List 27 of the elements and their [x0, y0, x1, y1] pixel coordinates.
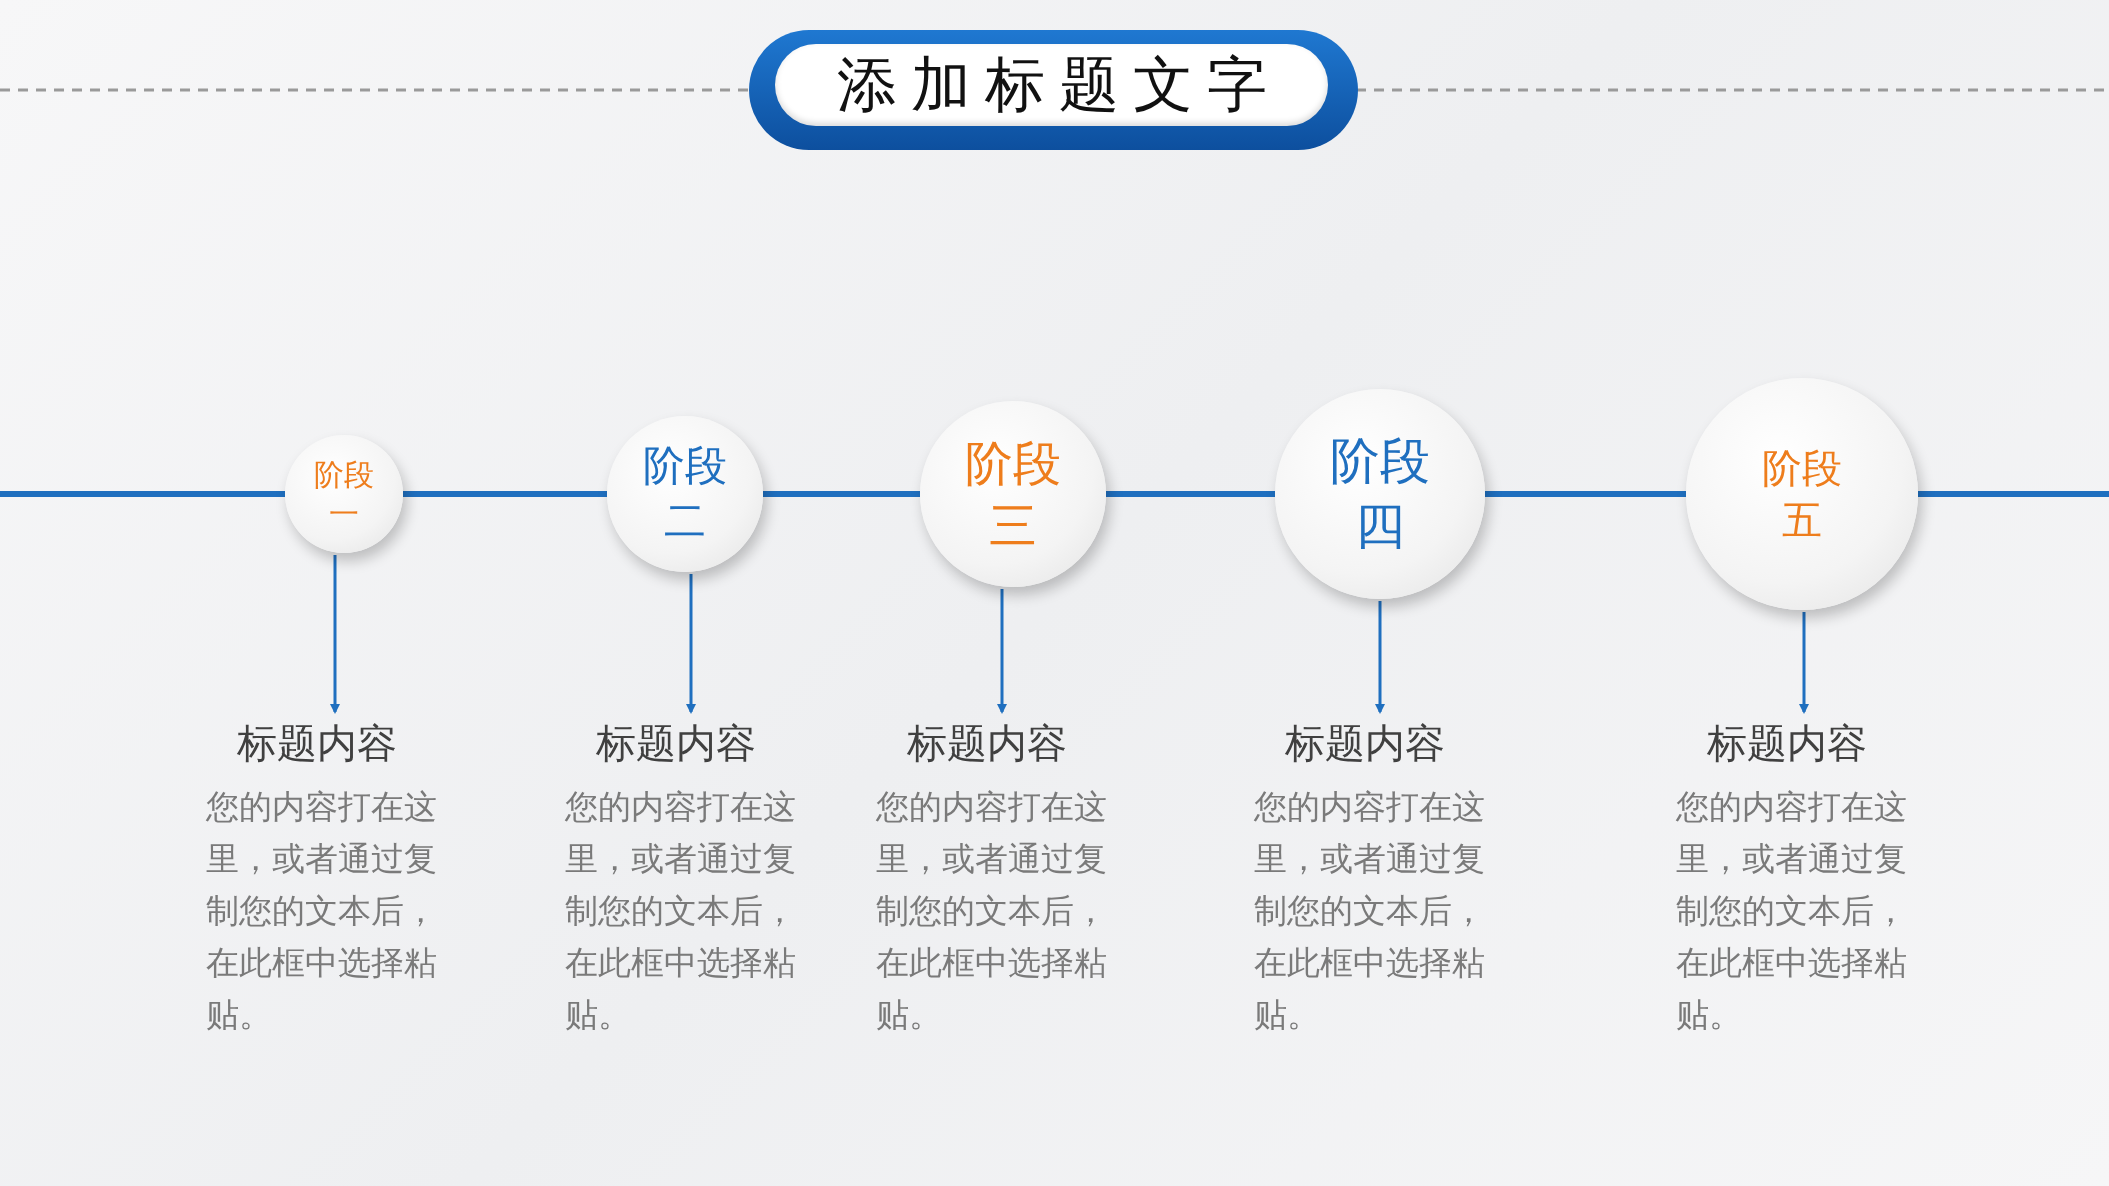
- description: 您的内容打在这里，或者通过复制您的文本后，在此框中选择粘贴。: [206, 786, 438, 1036]
- title: 添加标题文字: [835, 47, 1281, 121]
- arrow: [1375, 601, 1385, 714]
- timeline-line: [1918, 491, 2109, 497]
- stage-label: 阶段三: [965, 433, 1061, 555]
- heading: 标题内容: [1284, 719, 1446, 768]
- stage-label: 阶段二: [643, 440, 727, 547]
- description: 您的内容打在这里，或者通过复制您的文本后，在此框中选择粘贴。: [1254, 786, 1486, 1036]
- timeline-line: [763, 491, 920, 497]
- heading: 标题内容: [906, 719, 1068, 768]
- arrow: [330, 555, 340, 714]
- timeline-line: [0, 491, 285, 497]
- heading: 标题内容: [595, 719, 757, 768]
- timeline-line: [1485, 491, 1686, 497]
- description: 您的内容打在这里，或者通过复制您的文本后，在此框中选择粘贴。: [565, 786, 797, 1036]
- heading: 标题内容: [236, 719, 398, 768]
- arrow: [1799, 612, 1809, 714]
- timeline-line: [403, 491, 607, 497]
- heading: 标题内容: [1706, 719, 1868, 768]
- description: 您的内容打在这里，或者通过复制您的文本后，在此框中选择粘贴。: [876, 786, 1108, 1036]
- timeline-line: [1106, 491, 1275, 497]
- arrow: [686, 574, 696, 714]
- description: 您的内容打在这里，或者通过复制您的文本后，在此框中选择粘贴。: [1676, 786, 1908, 1036]
- stage-label: 阶段四: [1330, 431, 1430, 557]
- stage-label: 阶段一: [314, 456, 374, 533]
- stage-label: 阶段五: [1762, 444, 1842, 545]
- arrow: [997, 589, 1007, 714]
